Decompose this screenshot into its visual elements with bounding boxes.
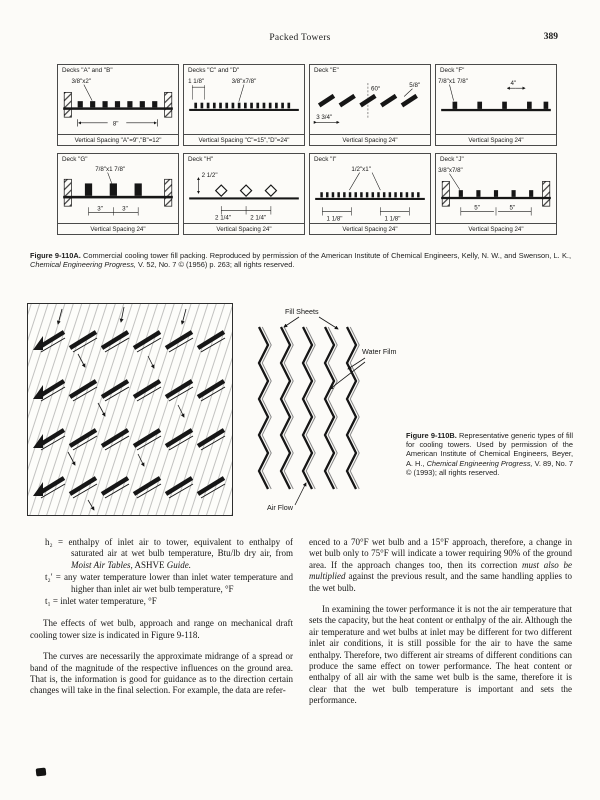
splash-fill-drawing (28, 304, 232, 515)
dim-label: 3 3/4" (316, 114, 332, 121)
angle-label: 60° (371, 85, 381, 92)
definition-t2-prime: t₂′ = any water temperature lower than i… (45, 572, 293, 594)
dim-label: 3/8"x7/8" (438, 167, 463, 174)
paragraph-continued: enced to a 70°F wet bulb and a 15°F appr… (309, 537, 572, 593)
paragraph-effects: The effects of wet bulb, approach and ra… (30, 618, 293, 640)
fill-deck-panel-i: Deck "I" 1/2"x1" 1 1/8" 1 1/8" Vertical … (309, 153, 431, 235)
vertical-spacing-label: Vertical Spacing 24" (310, 223, 430, 234)
dim-label: 7/8"x1 7/8" (95, 166, 125, 173)
dim-label: 1 1/8" (384, 215, 400, 222)
dim-label: 5/8" (409, 82, 420, 89)
deck-i-drawing: 1/2"x1" 1 1/8" 1 1/8" (315, 166, 425, 222)
vertical-spacing-label: Vertical Spacing 24" (58, 223, 178, 234)
deck-e-drawing: 60° 5/8" 3 3/4" (313, 82, 420, 124)
panel-title: Deck "J" (440, 155, 464, 163)
left-text-column: h₂ = enthalpy of inlet air to tower, equ… (30, 537, 293, 697)
variable-definitions: h₂ = enthalpy of inlet air to tower, equ… (45, 537, 293, 607)
fill-deck-panel-c-d: Decks "C" and "D" 1 1/8" 3/8"x7/8" Verti… (183, 64, 305, 146)
dim-label: 7/8"x1 7/8" (438, 78, 468, 85)
fill-sheets-label: Fill Sheets (285, 307, 319, 316)
dim-label: 1/2"x1" (351, 166, 371, 173)
dim-label: 4" (510, 80, 516, 87)
panel-title: Deck "E" (314, 66, 339, 74)
figure-9-110a: Decks "A" and "B" 3/8"x2" 8" Vertical Sp… (57, 64, 557, 235)
deck-g-drawing: 7/8"x1 7/8" 3" 3" (63, 166, 173, 215)
panel-title: Deck "I" (314, 155, 337, 163)
panel-title: Decks "A" and "B" (62, 66, 113, 74)
dim-label: 3/8"x7/8" (232, 78, 257, 85)
film-fill-drawing: Fill Sheets Water Film Air Flow (257, 307, 396, 512)
paragraph-curves: The curves are necessarily the approxima… (30, 651, 293, 696)
deck-a-b-drawing: 3/8"x2" 8" (63, 78, 173, 127)
fill-deck-panel-g: Deck "G" 7/8"x1 7/8" 3" 3" Vertical Spac… (57, 153, 179, 235)
dim-label: 8" (113, 120, 119, 127)
panel-title: Deck "H" (188, 155, 214, 163)
figure-9-110b-caption: Figure 9-110B. Representative generic ty… (406, 431, 573, 477)
caption-lead: Figure 9-110A. (30, 251, 81, 260)
deck-j-drawing: 3/8"x7/8" 5" 5" (438, 167, 551, 215)
vertical-spacing-label: Vertical Spacing 24" (436, 223, 556, 234)
definition-t1: t₁ = inlet water temperature, °F (45, 596, 157, 607)
fill-deck-panel-j: Deck "J" 3/8"x7/8" 5" 5" Vertical Spacin… (435, 153, 557, 235)
dim-label: 3" (97, 205, 103, 212)
air-flow-label: Air Flow (267, 503, 294, 512)
caption-lead: Figure 9-110B. (406, 431, 457, 440)
running-header: Packed Towers (269, 33, 331, 43)
dim-label: 2 1/4" (250, 214, 266, 221)
panel-title: Deck "G" (62, 155, 88, 163)
vertical-spacing-label: Vertical Spacing 24" (310, 134, 430, 145)
vertical-spacing-label: Vertical Spacing 24" (436, 134, 556, 145)
fill-deck-panel-h: Deck "H" 2 1/2" 2 1/4" 2 1/4" Vertical S… (183, 153, 305, 235)
page-number: 389 (543, 32, 558, 42)
deck-h-drawing: 2 1/2" 2 1/4" 2 1/4" (189, 172, 299, 221)
ink-smudge (35, 767, 47, 777)
paragraph-performance: In examining the tower performance it is… (309, 604, 572, 706)
figure-9-110a-caption: Figure 9-110A. Commercial cooling tower … (30, 251, 571, 270)
dim-label: 2 1/2" (202, 172, 218, 179)
fill-deck-panel-a-b: Decks "A" and "B" 3/8"x2" 8" Vertical Sp… (57, 64, 179, 146)
dim-label: 5" (474, 204, 480, 211)
deck-f-drawing: 7/8"x1 7/8" 4" (438, 78, 551, 111)
definition-h2: h₂ = enthalpy of inlet air to tower, equ… (45, 537, 293, 570)
dim-label: 1 1/8" (188, 78, 204, 85)
panel-title: Deck "F" (440, 66, 465, 74)
dim-label: 5" (509, 204, 515, 211)
vertical-spacing-label: Vertical Spacing 24" (184, 223, 304, 234)
panel-title: Decks "C" and "D" (188, 66, 240, 74)
dim-label: 2 1/4" (215, 214, 231, 221)
splash-fill-illustration (27, 303, 233, 516)
right-text-column: enced to a 70°F wet bulb and a 15°F appr… (309, 537, 572, 707)
deck-c-d-drawing: 1 1/8" 3/8"x7/8" (188, 78, 299, 111)
dim-label: 3/8"x2" (71, 78, 91, 85)
fill-deck-panel-e: Deck "E" 60° 5/8" 3 3/4" Vertical Spacin… (309, 64, 431, 146)
dim-label: 3" (122, 205, 128, 212)
fill-deck-panel-f: Deck "F" 7/8"x1 7/8" 4" Vertical Spacing… (435, 64, 557, 146)
vertical-spacing-label: Vertical Spacing "A"=9","B"=12" (58, 134, 178, 145)
film-fill-illustration: Fill Sheets Water Film Air Flow (243, 303, 405, 518)
dim-label: 1 1/8" (327, 215, 343, 222)
water-film-label: Water Film (362, 347, 396, 356)
vertical-spacing-label: Vertical Spacing "C"=15","D"=24" (184, 134, 304, 145)
